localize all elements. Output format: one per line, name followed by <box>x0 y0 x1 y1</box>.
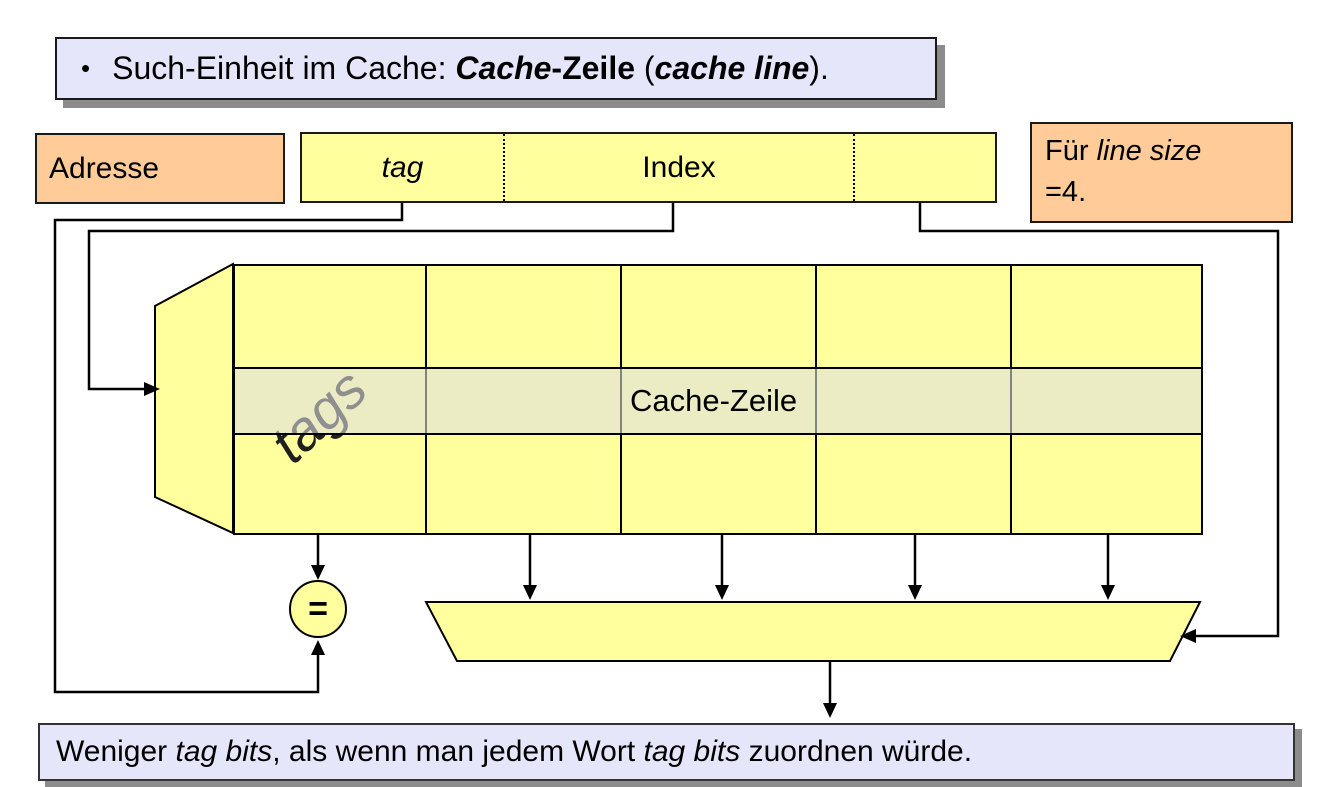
line-size-note-line1: Für line size <box>1045 135 1202 167</box>
col2-arrowhead-icon <box>715 585 729 600</box>
col4-arrowhead-icon <box>1101 585 1115 600</box>
tagcol-arrowhead-icon <box>311 565 325 580</box>
footer-box: Weniger tag bits, als wenn man jedem Wor… <box>38 723 1295 781</box>
title-box: • Such-Einheit im Cache: Cache-Zeile (ca… <box>55 37 937 100</box>
address-field-index: Index <box>505 134 855 201</box>
cache-array: tags Cache-Zeile <box>233 264 1203 535</box>
line-size-note: Für line size =4. <box>1030 122 1293 223</box>
row-decoder-shape <box>154 262 234 535</box>
slide-title: Such-Einheit im Cache: Cache-Zeile (cach… <box>112 50 829 86</box>
line-size-note-line2: =4. <box>1045 176 1087 209</box>
adresse-label: Adresse <box>49 151 160 185</box>
col1-arrowhead-icon <box>523 585 537 600</box>
comparator-equals: = <box>308 589 328 628</box>
index-arrowhead-icon <box>144 382 160 396</box>
footer-text: Weniger tag bits, als wenn man jedem Wor… <box>56 735 973 768</box>
mux-shape <box>424 601 1202 662</box>
cache-line-row-label: Cache-Zeile <box>630 383 798 418</box>
mux-output-arrowhead-icon <box>823 703 837 718</box>
address-field-offset <box>855 134 995 201</box>
col3-arrowhead-icon <box>908 585 922 600</box>
address-field-tag: tag <box>302 134 505 201</box>
bullet-icon: • <box>81 53 91 83</box>
cache-line-row: Cache-Zeile <box>235 367 1201 435</box>
tag-arrowhead-icon <box>311 640 325 655</box>
adresse-box: Adresse <box>35 133 285 204</box>
address-bar: tag Index <box>300 132 997 203</box>
offset-arrowhead-icon <box>1180 629 1196 643</box>
